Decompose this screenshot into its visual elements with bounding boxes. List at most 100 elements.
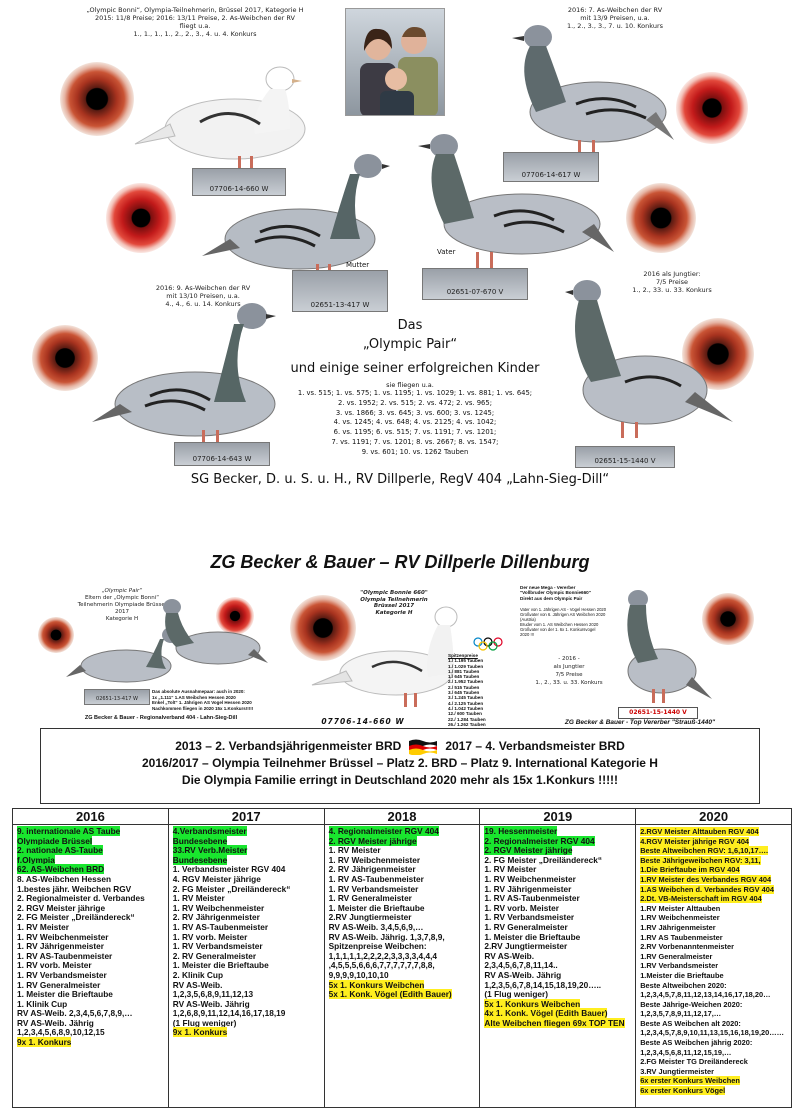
list-item: Bundesebene [172, 835, 228, 846]
list-item: 1. RV Jährigenmeister [17, 941, 105, 952]
banner-line-1b: 2017 – 4. Verbandsmeister BRD [445, 739, 625, 753]
list-item: 4. Regionalmeister RGV 404 [328, 826, 439, 836]
right-panel-pigeon [627, 590, 712, 703]
list-item: 1,2,3,5,6,8,9,11,12,13 [172, 989, 254, 1000]
list-item: 1,2,3,4,5,7,8,9,10,11,13,15,16,18,19,20…… [640, 1028, 785, 1038]
list-item: 1. RV AS-Taubenmeister [172, 921, 269, 932]
list-item: 9,9,9,9,10,10,10 [328, 969, 389, 980]
list-item: Olympiade Brüssel [17, 835, 93, 846]
list-item: 1. RV vorb. Meister [17, 960, 92, 971]
list-item: 1,2,3,4,5,6,8,9,10,12,15 [17, 1027, 105, 1038]
middle-left-panel: „Olympic Pair“ Eltern der „Olympic Bonni… [36, 585, 272, 727]
right-panel-eye [702, 593, 754, 645]
list-item: 1. RV Meister [172, 893, 225, 904]
pigeon-image-3 [202, 154, 390, 282]
left-panel-note: Das absolute Ausnahmepaar: auch in 2020:… [152, 689, 254, 711]
list-item: 1,2,3,4,5,7,8,11,12,13,14,16,17,18,20… [640, 990, 771, 1000]
list-item: 6x erster Konkurs Weibchen [640, 1076, 740, 1086]
center-panel-pigeon [311, 606, 458, 707]
list-item: 2. Klinik Cup [172, 969, 224, 980]
left-panel-footer: ZG Becker & Bauer - Regionalverband 404 … [84, 715, 238, 721]
list-item: Bundesebene [172, 854, 228, 865]
list-item: (1 Flug weniger) [484, 989, 549, 1000]
list-item: RV AS-Weib. [172, 979, 223, 990]
list-item: 2.RV Vorbenanntenmeister [640, 942, 734, 952]
list-item: 1,2,6,8,9,11,12,14,16,17,18,19 [172, 1008, 286, 1019]
list-item: 9. internationale AS Taube [17, 826, 121, 836]
eye-image-2 [676, 72, 748, 144]
list-item: 5x 1. Konkurs Weibchen [484, 998, 581, 1009]
list-item: 1,2,3,5,7,8,9,11,12,17,… [640, 1009, 722, 1019]
list-item: 1. RV Generalmeister [328, 893, 412, 904]
left-panel-caption: „Olympic Pair“ Eltern der „Olympic Bonni… [77, 588, 167, 622]
banner-line-3: Die Olympia Familie erringt in Deutschla… [181, 773, 619, 787]
eye-image-3 [106, 183, 176, 253]
list-item: 1. RV Generalmeister [484, 921, 568, 932]
list-item: 1.Meister die Brieftaube [640, 970, 724, 980]
list-item: 1. RV Jährigenmeister [484, 883, 572, 894]
plate-2: 07706-14-617 W [503, 152, 599, 182]
list-item: 1.RV Meister Alttauben [640, 903, 721, 913]
center-panel-caption: "Olympic Bonnie 660" Olympia Teilnehmeri… [360, 590, 428, 616]
list-item: 1. RV Weibchenmeister [328, 854, 421, 865]
list-item: 8. AS-Weibchen Hessen [17, 873, 112, 884]
column-header: 2016 [13, 809, 168, 825]
center-panel-plate: 07706-14-660 W [321, 717, 405, 726]
banner-line-2: 2016/2017 – Olympia Teilnehmer Brüssel –… [142, 756, 658, 770]
list-item: 1. RV Generalmeister [17, 979, 101, 990]
list-item: RV AS-Weib. Jährig [17, 1017, 94, 1028]
list-item: 1. RV vorb. Meister [172, 931, 248, 942]
list-item: 2.FG Meister TG Dreiländereck [640, 1057, 748, 1067]
list-item: 1. Meister die Brieftaube [172, 960, 269, 971]
list-item: 1,2,3,4,5,6,8,11,12,15,19,… [640, 1047, 732, 1057]
middle-right-panel: Der neue Mega - Vererber "Vollbruder Oly… [520, 585, 760, 727]
list-item: 2.RGV Meister Alttauben RGV 404 [640, 827, 759, 836]
column-header: 2018 [324, 809, 480, 825]
list-item: 2.RV Jungtiermeister [328, 912, 412, 923]
pigeon-image-2 [512, 25, 674, 158]
list-item: 2. RV Jährigenmeister [172, 912, 260, 923]
list-item: 1.RV Weibchenmeister [640, 913, 720, 923]
list-item: 1.RV Meister des Verbandes RGV 404 [640, 874, 772, 884]
list-item: 4.RGV Meister jährige RGV 404 [640, 836, 750, 846]
list-item: 2. RGV Meister jährige [328, 835, 417, 846]
list-item: RV AS-Weib. Jährig [172, 998, 250, 1009]
list-item: 1.bestes jähr. Weibchen RGV [17, 883, 132, 894]
middle-title: ZG Becker & Bauer – RV Dillperle Dillenb… [210, 552, 590, 572]
olympic-pair-heading: „Olympic Pair“ [362, 337, 458, 352]
list-item: 1. RV Meister [328, 845, 381, 856]
list-item: ,4,5,5,5,6,6,6,7,7,7,7,7,7,8,8, [328, 960, 435, 971]
list-item: 2.RV Jungtiermeister [484, 941, 568, 952]
eye-image-4 [626, 183, 696, 253]
list-item: Beste Jährigeweibchen RGV: 3,11, [640, 855, 761, 865]
left-panel-pigeon-2 [163, 599, 268, 665]
list-item: 3.RV Jungtiermeister [640, 1066, 714, 1076]
fly-label: sie fliegen u.a. [386, 381, 434, 389]
column-header: 2017 [168, 809, 324, 825]
list-item: 2. FG Meister „Dreiländereck“ [17, 912, 135, 923]
list-item: 1.RV AS Taubenmeister [640, 932, 723, 942]
pigeon-image-6 [565, 280, 733, 438]
list-item: 2. FG Meister „Dreiländereck“ [172, 883, 291, 894]
caption-mid-left: 2016: 9. As-Weibchen der RV mit 13/10 Pr… [155, 284, 251, 308]
list-item: 1,1,1,1,1,2,2,2,2,3,3,3,3,4,4,4 [328, 950, 438, 961]
right-panel-note: Vater von 1. Jährigen AS - Vogel Hessen … [520, 607, 607, 637]
list-item: 6x erster Konkurs Vögel [640, 1086, 726, 1096]
list-item: RV AS-Weib. Jährig [484, 969, 562, 980]
list-item: 19. Hessenmeister [484, 826, 558, 836]
list-item: 1. RV Weibchenmeister [17, 931, 109, 942]
banner-line-1: 2013 – 2. Verbandsjährigenmeister BRD 20… [41, 738, 759, 755]
list-item: 62. AS-Weibchen BRD [17, 864, 105, 875]
caption-top-right: 2016: 7. As-Weibchen der RV mit 13/9 Pre… [566, 6, 664, 30]
spitzenpreise-list: Spitzenpreise 1./ 1.195 Tauben 1./ 1.029… [448, 653, 486, 727]
list-item: Beste AS Weibchen alt 2020: [640, 1018, 741, 1028]
list-item: 2.Dt. VB-Meisterschaft im RGV 404 [640, 894, 762, 904]
plate-1: 07706-14-660 W [192, 168, 286, 196]
list-item: Beste Jährige-Weichen 2020: [640, 999, 743, 1009]
list-item: 1. Meister die Brieftaube [328, 902, 425, 913]
pigeon-image-5 [92, 303, 276, 448]
list-item: Alte Weibchen fliegen 69x TOP TEN [484, 1017, 625, 1028]
left-panel-eye-1 [38, 617, 74, 653]
